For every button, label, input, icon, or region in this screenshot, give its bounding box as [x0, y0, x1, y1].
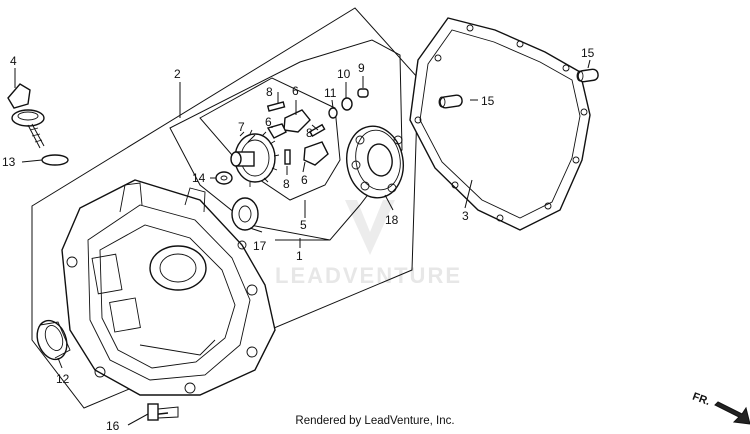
crankcase-cover — [61, 179, 276, 396]
credit-text: Rendered by LeadVenture, Inc. — [295, 415, 455, 427]
callout-8-lower: 8 — [283, 177, 290, 191]
case-group-outline — [31, 7, 419, 409]
callout-16: 16 — [106, 419, 120, 433]
dowel-pin-lower — [438, 94, 463, 109]
callout-2: 2 — [174, 67, 181, 81]
callout-10: 10 — [337, 67, 351, 81]
callout-8-upper: 8 — [266, 85, 273, 99]
callout-8-middle: 8 — [306, 126, 313, 140]
front-direction-arrow-icon: FR. — [691, 391, 750, 425]
callout-14: 14 — [192, 171, 206, 185]
callout-18: 18 — [385, 213, 399, 227]
pin-lower — [284, 149, 291, 165]
callout-17: 17 — [253, 239, 267, 253]
thrust-washer — [215, 171, 233, 185]
thrust-washer-hole — [220, 175, 228, 181]
callout-6-clip: 6 — [265, 115, 272, 129]
leader-lines — [14, 59, 591, 426]
ball-bearing-large — [346, 125, 404, 199]
oil-seal — [36, 319, 71, 361]
callout-12: 12 — [56, 372, 70, 386]
case-gasket — [409, 17, 591, 231]
callout-5: 5 — [300, 218, 307, 232]
watermark-text: LEADVENTURE — [275, 263, 462, 288]
watermark-logo: LEADVENTURE — [275, 200, 462, 288]
washer-11 — [328, 107, 338, 119]
callout-15-upper: 15 — [581, 46, 595, 60]
governor-weight-lower — [303, 141, 329, 166]
callout-3: 3 — [462, 209, 469, 223]
callout-11: 11 — [324, 86, 337, 100]
pin-9 — [357, 88, 369, 98]
callout-6-lower: 6 — [301, 173, 308, 187]
oil-filler-cap — [7, 83, 45, 149]
callout-6-upper: 6 — [292, 84, 299, 98]
washer-10 — [341, 97, 353, 111]
ball-bearing-small — [231, 197, 259, 231]
callout-13: 13 — [2, 155, 16, 169]
callout-9: 9 — [358, 61, 365, 75]
flange-bolt — [147, 403, 179, 421]
direction-label: FR. — [691, 391, 712, 408]
o-ring — [41, 154, 69, 166]
pin-upper — [266, 101, 286, 112]
callout-15-lower: 15 — [481, 94, 495, 108]
callout-7: 7 — [238, 120, 245, 134]
dowel-pin-upper — [576, 68, 599, 83]
callout-1: 1 — [296, 249, 303, 263]
callout-4: 4 — [10, 54, 17, 68]
governor-gear — [230, 129, 280, 187]
